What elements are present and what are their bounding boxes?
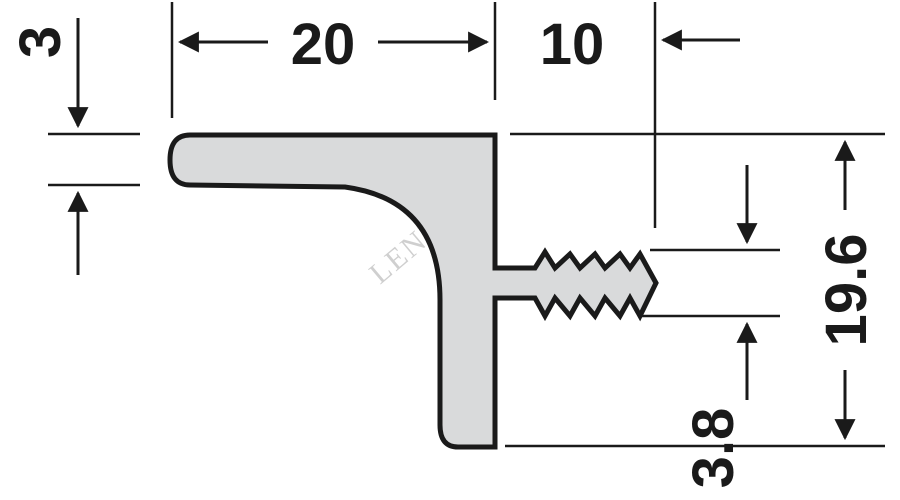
- dimension-label-19-6: 19.6: [814, 234, 879, 347]
- dimension-label-3-8: 3.8: [681, 408, 746, 489]
- profile-shape: [167, 132, 659, 450]
- dimension-label-10: 10: [540, 12, 605, 77]
- dimension-label-3: 3: [8, 26, 73, 58]
- dimension-label-20: 20: [291, 12, 356, 77]
- extension-lines: [48, 2, 885, 448]
